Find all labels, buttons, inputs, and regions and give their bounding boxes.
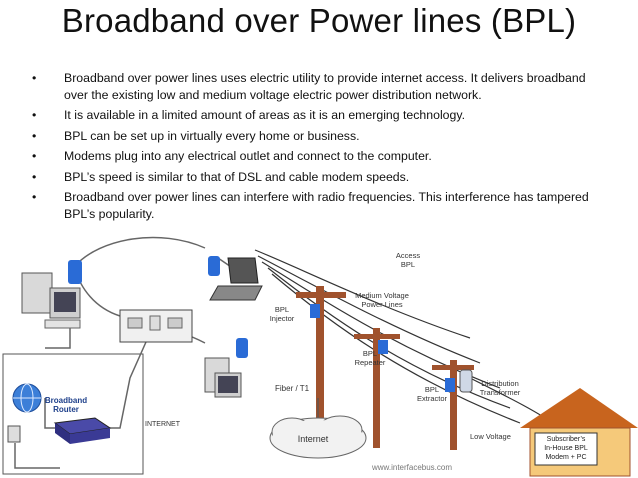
bpl-extractor-label: Extractor bbox=[417, 394, 448, 403]
distribution-transformer-label: Transformer bbox=[480, 388, 521, 397]
home-network-box bbox=[2, 353, 144, 475]
medium-voltage-label: Medium Voltage bbox=[355, 291, 409, 300]
power-lines bbox=[254, 249, 561, 429]
desktop-computer-icon bbox=[204, 357, 242, 398]
source-url-label: www.interfacebus.com bbox=[371, 463, 452, 472]
house-icon bbox=[520, 388, 638, 477]
subscriber-label: Modem + PC bbox=[545, 454, 586, 461]
bpl-extractor-unit bbox=[445, 378, 455, 392]
access-bpl-label: BPL bbox=[401, 260, 415, 269]
bullet-item: It is available in a limited amount of a… bbox=[30, 107, 600, 124]
subscriber-label: In-House BPL bbox=[544, 445, 588, 452]
bpl-repeater-label: BPL bbox=[363, 349, 377, 358]
fiber-label: Fiber / T1 bbox=[275, 384, 310, 393]
bpl-injector-unit bbox=[310, 304, 320, 318]
bpl-repeater-unit bbox=[378, 340, 388, 354]
distribution-transformer-unit bbox=[459, 369, 473, 393]
bullet-item: BPL can be set up in virtually every hom… bbox=[30, 128, 600, 145]
desktop-computer-icon bbox=[21, 272, 81, 329]
internet-cloud-icon bbox=[269, 415, 367, 459]
phone-jack-icon bbox=[7, 425, 21, 443]
access-bpl-label: Access bbox=[396, 251, 420, 260]
router-label: Broadband bbox=[45, 396, 87, 405]
broadband-router-icon bbox=[53, 417, 112, 444]
bpl-injector-label: Injector bbox=[270, 314, 295, 323]
subscriber-label: Subscriber’s bbox=[547, 436, 586, 443]
bullet-item: Broadband over power lines uses electric… bbox=[30, 70, 600, 103]
medium-voltage-label: Power Lines bbox=[361, 300, 403, 309]
router-label: Router bbox=[53, 405, 79, 414]
internet-small-label: INTERNET bbox=[145, 421, 181, 428]
bullet-item: BPL’s speed is similar to that of DSL an… bbox=[30, 169, 600, 186]
low-voltage-label: Low Voltage bbox=[470, 432, 511, 441]
bpl-modem-icon bbox=[68, 256, 248, 358]
bullet-item: Modems plug into any electrical outlet a… bbox=[30, 148, 600, 165]
slide-title: Broadband over Power lines (BPL) bbox=[61, 2, 577, 39]
bpl-network-diagram: Broadband Router INTERNET Access BPL Med… bbox=[2, 236, 638, 477]
bullet-item: Broadband over power lines can interfere… bbox=[30, 189, 600, 222]
bpl-injector-label: BPL bbox=[275, 305, 289, 314]
internet-label: Internet bbox=[298, 434, 329, 444]
wall-outlet bbox=[119, 309, 193, 343]
laptop-icon bbox=[209, 257, 263, 301]
globe-icon bbox=[12, 383, 42, 413]
bullet-list: Broadband over power lines uses electric… bbox=[30, 70, 600, 226]
bpl-extractor-label: BPL bbox=[425, 385, 439, 394]
bpl-repeater-label: Repeater bbox=[355, 358, 386, 367]
utility-pole-icon bbox=[296, 286, 474, 450]
distribution-transformer-label: Distribution bbox=[481, 379, 519, 388]
